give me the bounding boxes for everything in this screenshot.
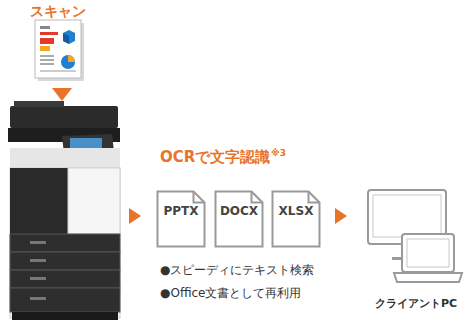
down-arrow — [52, 88, 72, 101]
right-arrow — [335, 208, 347, 224]
body — [10, 168, 120, 318]
doc-pie — [61, 55, 75, 69]
file-corner — [309, 192, 320, 203]
laptop-screen — [407, 239, 449, 267]
file-icon: XLSX — [271, 190, 321, 248]
file-icon: DOCX — [214, 190, 264, 248]
file-outline — [214, 190, 264, 248]
device-label: クライアントPC — [375, 298, 457, 311]
file-border — [273, 192, 320, 247]
file-icon: PPTX — [156, 190, 206, 248]
handle — [30, 277, 46, 280]
step-title: スキャン — [30, 3, 86, 19]
monitor-screen — [373, 195, 441, 237]
scanner-top — [10, 106, 118, 128]
laptop-lid — [402, 234, 454, 272]
output-tray — [10, 148, 120, 168]
doc-line — [40, 70, 76, 72]
handle — [30, 297, 46, 300]
doc-line — [40, 26, 50, 29]
body-front — [10, 168, 68, 234]
handle — [30, 259, 46, 262]
doc-block — [40, 32, 58, 35]
bullet-note: ●Office文書として再利用 — [160, 287, 302, 301]
file-corner — [194, 192, 205, 203]
doc-line — [40, 63, 54, 65]
handle — [30, 241, 46, 244]
body-side — [68, 168, 120, 234]
laptop-base — [394, 273, 462, 282]
drawer — [10, 234, 120, 252]
drawer — [10, 270, 120, 288]
file-type: PPTX — [156, 204, 206, 218]
step-title: OCRで文字認識 — [160, 149, 270, 166]
doc-pie-slice — [68, 55, 75, 62]
doc-block — [40, 46, 50, 51]
file-border — [216, 192, 263, 247]
footnote-mark: ※3 — [271, 148, 286, 158]
document-page — [35, 20, 81, 78]
right-arrow — [129, 208, 141, 224]
doc-line — [40, 59, 54, 61]
file-outline — [271, 190, 321, 248]
file-border — [158, 192, 205, 247]
feeder — [14, 101, 64, 107]
drawer — [10, 288, 120, 312]
bullet-note: ●スピーディにテキスト検索 — [160, 264, 314, 278]
file-corner — [252, 192, 263, 203]
file-type: DOCX — [214, 204, 264, 218]
file-type: XLSX — [271, 204, 321, 218]
doc-line — [40, 55, 54, 57]
doc-block — [40, 38, 54, 44]
file-outline — [156, 190, 206, 248]
base — [12, 312, 118, 320]
doc-cube — [63, 30, 75, 44]
doc-cube-side — [63, 33, 69, 44]
drawer — [10, 252, 120, 270]
